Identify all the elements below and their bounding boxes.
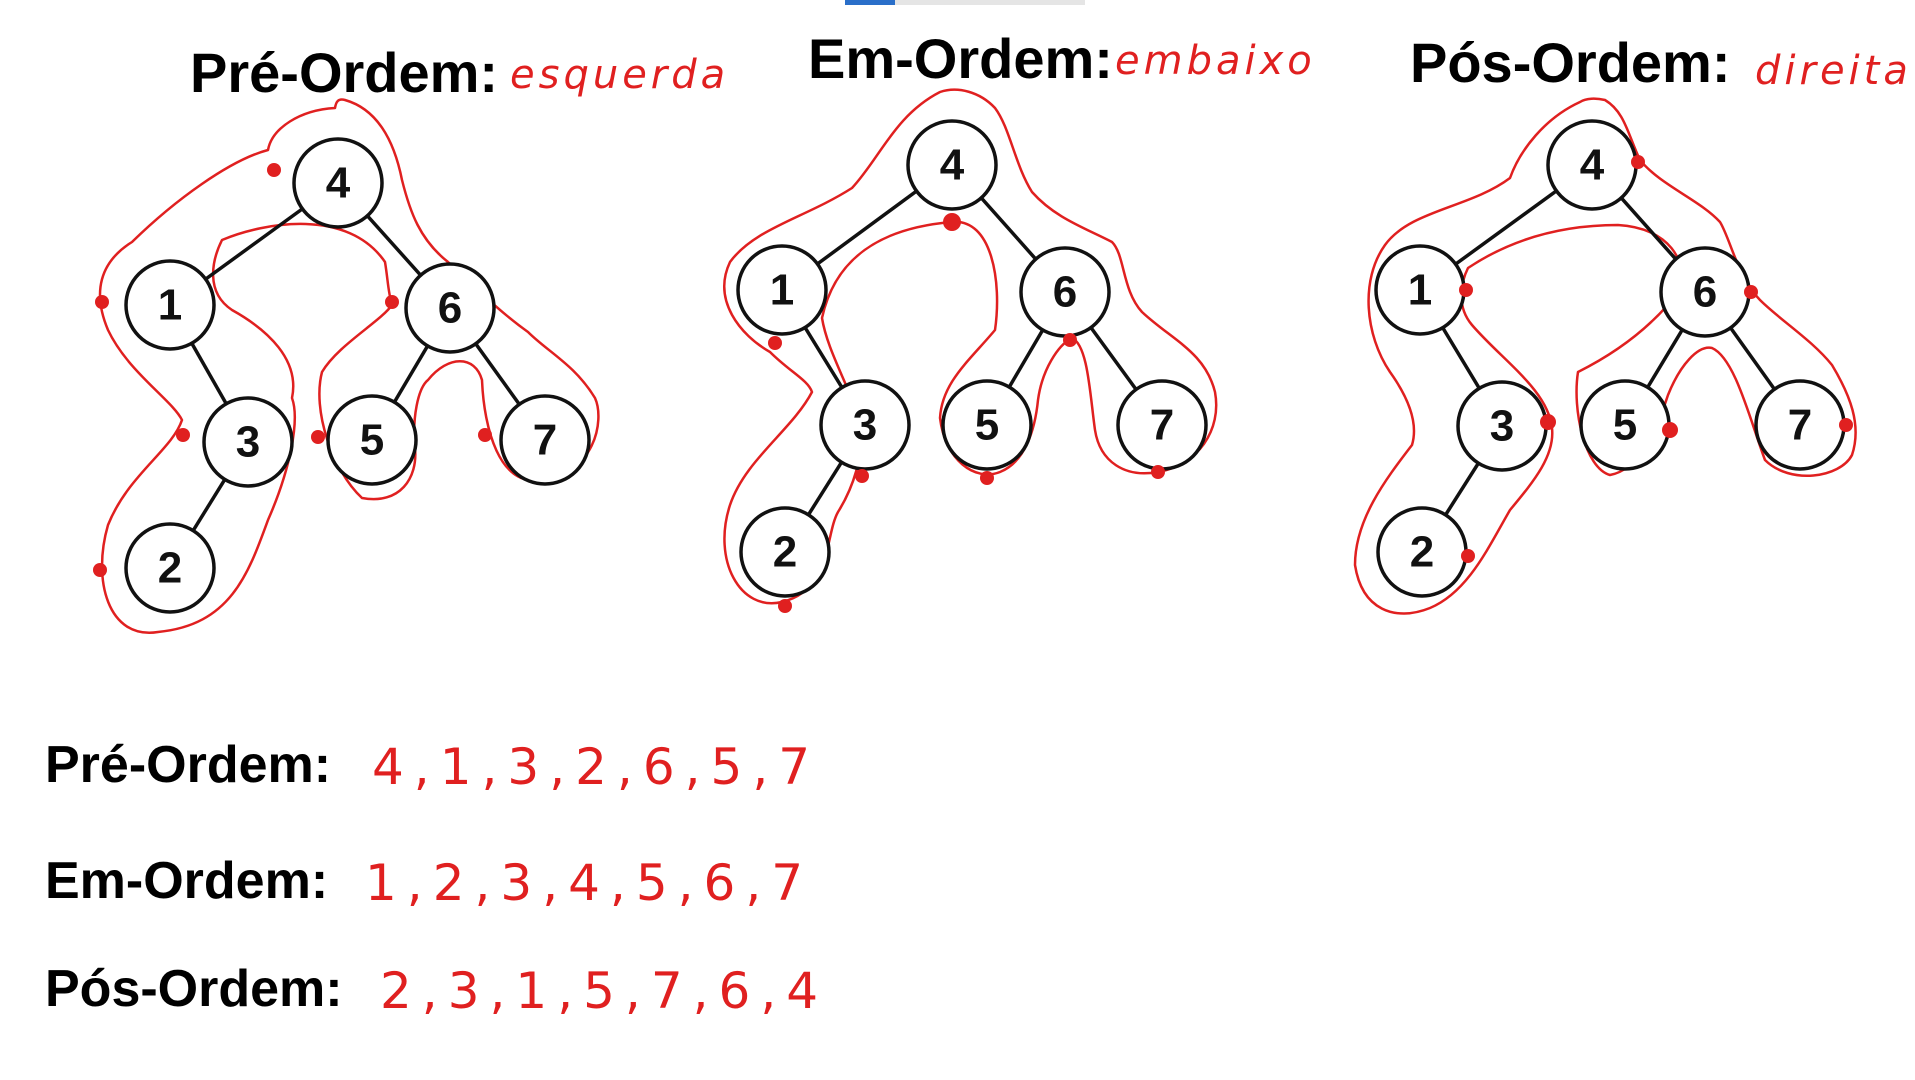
node-3-label: 3	[236, 418, 260, 467]
node-1-label: 1	[1408, 266, 1432, 315]
post-order-tree: 4 1 6 3 5 7 2	[1353, 97, 1857, 615]
pre-order-header: Pré-Ordem: esquerda	[190, 41, 729, 104]
in-order-header: Em-Ordem: embaixo	[808, 27, 1316, 90]
top-progress-strip	[845, 0, 1085, 5]
node-2-label: 2	[1410, 528, 1434, 577]
node-6: 6	[404, 262, 496, 354]
visit-marker	[176, 428, 190, 442]
visit-marker	[1744, 285, 1758, 299]
in-order-title: Em-Ordem:	[808, 27, 1113, 90]
pre-order-visit-markers	[93, 163, 492, 577]
node-5: 5	[941, 379, 1033, 471]
node-3: 3	[202, 396, 294, 488]
node-7-label: 7	[1150, 401, 1174, 450]
node-4: 4	[1546, 119, 1638, 211]
node-3-label: 3	[853, 401, 877, 450]
result-label-post: Pós-Ordem:	[45, 960, 343, 1018]
result-sequence-post: 2,3,1,5,7,6,4	[380, 962, 828, 1020]
result-row-post: Pós-Ordem: 2,3,1,5,7,6,4	[45, 960, 828, 1020]
result-sequence-in: 1,2,3,4,5,6,7	[365, 854, 813, 912]
node-3: 3	[1456, 380, 1548, 472]
visit-marker	[768, 336, 782, 350]
result-label-pre: Pré-Ordem:	[45, 736, 331, 794]
node-1: 1	[124, 259, 216, 351]
node-6-label: 6	[1053, 268, 1077, 317]
visit-marker	[980, 471, 994, 485]
node-3: 3	[819, 379, 911, 471]
node-5: 5	[1579, 379, 1671, 471]
node-2: 2	[1376, 506, 1468, 598]
node-3-label: 3	[1490, 402, 1514, 451]
result-label-in: Em-Ordem:	[45, 852, 328, 910]
post-order-title: Pós-Ordem:	[1410, 31, 1731, 94]
node-7: 7	[499, 394, 591, 486]
visit-marker	[1063, 333, 1077, 347]
node-1: 1	[1374, 244, 1466, 336]
node-6-label: 6	[1693, 268, 1717, 317]
pre-order-tree: 4 1 6 3 5 7 2	[93, 98, 600, 634]
pre-order-annotation: esquerda	[510, 52, 729, 98]
node-7-label: 7	[533, 416, 557, 465]
post-order-annotation: direita	[1755, 48, 1912, 94]
visit-marker	[1151, 465, 1165, 479]
node-4-label: 4	[326, 159, 351, 208]
node-4: 4	[292, 137, 384, 229]
node-4: 4	[906, 119, 998, 211]
visit-marker	[1839, 418, 1853, 432]
node-6: 6	[1019, 246, 1111, 338]
result-sequence-pre: 4,1,3,2,6,5,7	[372, 738, 820, 796]
node-4-label: 4	[940, 141, 965, 190]
in-order-visit-markers	[768, 213, 1165, 613]
visit-marker	[1662, 422, 1678, 438]
visit-marker	[855, 469, 869, 483]
node-2: 2	[739, 506, 831, 598]
node-2-label: 2	[158, 544, 182, 593]
visit-marker	[95, 295, 109, 309]
result-row-pre: Pré-Ordem: 4,1,3,2,6,5,7	[45, 736, 820, 796]
visit-marker	[478, 428, 492, 442]
visit-marker	[311, 430, 325, 444]
post-order-traversal-contour	[1353, 97, 1857, 615]
in-order-tree: 4 1 6 3 5 7 2	[723, 88, 1218, 613]
traversal-results: Pré-Ordem: 4,1,3,2,6,5,7 Em-Ordem: 1,2,3…	[45, 736, 828, 1020]
result-row-in: Em-Ordem: 1,2,3,4,5,6,7	[45, 852, 813, 912]
node-4-label: 4	[1580, 141, 1605, 190]
pre-order-traversal-contour	[98, 98, 600, 634]
node-6-label: 6	[438, 284, 462, 333]
in-order-traversal-contour	[723, 88, 1218, 605]
node-7: 7	[1754, 379, 1846, 471]
post-order-visit-markers	[1459, 155, 1853, 563]
visit-marker	[1540, 414, 1556, 430]
node-2-label: 2	[773, 528, 797, 577]
node-1: 1	[736, 244, 828, 336]
pre-order-title: Pré-Ordem:	[190, 41, 498, 104]
node-6: 6	[1659, 246, 1751, 338]
visit-marker	[93, 563, 107, 577]
visit-marker	[267, 163, 281, 177]
node-5-label: 5	[1613, 401, 1637, 450]
node-5-label: 5	[975, 401, 999, 450]
post-order-header: Pós-Ordem: direita	[1410, 31, 1912, 94]
node-5-label: 5	[360, 416, 384, 465]
visit-marker	[943, 213, 961, 231]
visit-marker	[1459, 283, 1473, 297]
node-7-label: 7	[1788, 401, 1812, 450]
node-2: 2	[124, 522, 216, 614]
node-5: 5	[326, 394, 418, 486]
visit-marker	[778, 599, 792, 613]
visit-marker	[385, 295, 399, 309]
node-1-label: 1	[158, 281, 182, 330]
in-order-annotation: embaixo	[1115, 38, 1316, 84]
node-1-label: 1	[770, 266, 794, 315]
visit-marker	[1461, 549, 1475, 563]
visit-marker	[1631, 155, 1645, 169]
node-7: 7	[1116, 379, 1208, 471]
top-progress-accent	[845, 0, 895, 5]
